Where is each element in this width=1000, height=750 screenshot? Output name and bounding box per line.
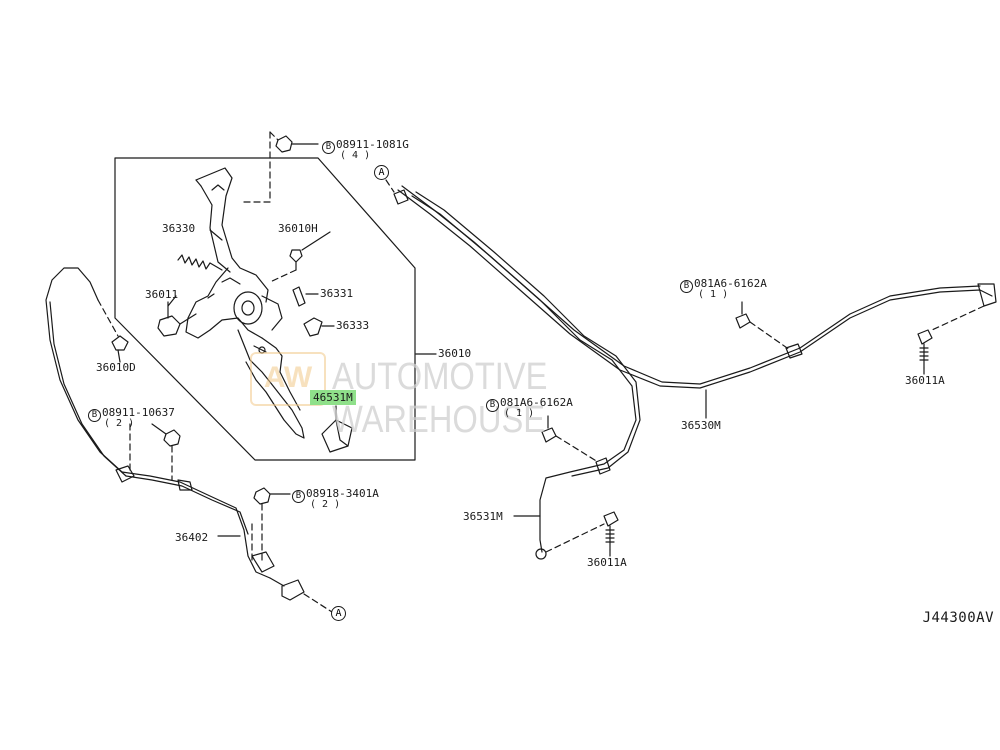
clip-36010D bbox=[97, 299, 129, 351]
label-36010: 36010 bbox=[438, 347, 472, 360]
bolt-qty: ( 2 ) bbox=[104, 418, 135, 429]
label-36011: 36011 bbox=[145, 288, 179, 301]
label-46531M-highlight: 46531M bbox=[310, 390, 356, 405]
label-36402: 36402 bbox=[175, 531, 209, 544]
bolt-qty: ( 1 ) bbox=[698, 289, 729, 300]
bolt-symbol: B bbox=[486, 399, 499, 412]
bolt-symbol: B bbox=[680, 280, 693, 293]
watermark: AW AUTOMOTIVE WAREHOUSE bbox=[250, 352, 750, 441]
bolt-081A6-6162A-upper bbox=[735, 301, 751, 329]
switch-36011 bbox=[157, 301, 197, 337]
cable-36531M bbox=[385, 179, 641, 560]
bolt-symbol: B bbox=[88, 409, 101, 422]
bolt-symbol: B bbox=[322, 141, 335, 154]
watermark-text: AUTOMOTIVE WAREHOUSE bbox=[332, 356, 548, 441]
spring-36330 bbox=[177, 254, 223, 271]
label-36011A-lower: 36011A bbox=[587, 556, 627, 569]
ref-marker-a-top: A bbox=[374, 165, 389, 180]
ref-marker-a-bottom: A bbox=[331, 606, 346, 621]
label-36331: 36331 bbox=[320, 287, 354, 300]
diagram-code: J44300AV bbox=[922, 610, 994, 626]
pedal-assembly-frame bbox=[114, 157, 416, 461]
clip-36333 bbox=[303, 317, 335, 337]
bolt-number: 081A6-6162A bbox=[694, 277, 767, 290]
bolt-081A6-6162A-lower bbox=[541, 415, 557, 443]
label-36530M: 36530M bbox=[681, 419, 721, 432]
bolt-08911-1081G bbox=[239, 131, 319, 203]
bolt-number: 08911-10637 bbox=[102, 406, 175, 419]
bolt-number: 08911-1081G bbox=[336, 138, 409, 151]
bolt-number: 081A6-6162A bbox=[500, 396, 573, 409]
bolt-36011A-lower bbox=[603, 511, 619, 551]
pin-36331 bbox=[292, 286, 319, 307]
watermark-logo: AW bbox=[250, 352, 326, 406]
label-36531M: 36531M bbox=[463, 510, 503, 523]
bolt-qty: ( 1 ) bbox=[504, 408, 535, 419]
pedal-pad-46531M bbox=[321, 405, 353, 453]
bolt-08911-10637 bbox=[129, 423, 181, 481]
label-36011A-right: 36011A bbox=[905, 374, 945, 387]
bolt-08918-3401A bbox=[251, 487, 291, 561]
label-36010H: 36010H bbox=[278, 222, 318, 235]
cable-36402 bbox=[45, 267, 333, 613]
bolt-36010H bbox=[269, 249, 303, 283]
bolt-qty: ( 4 ) bbox=[340, 150, 371, 161]
bolt-36011A-right bbox=[917, 329, 933, 369]
label-36330: 36330 bbox=[162, 222, 196, 235]
label-36010D: 36010D bbox=[96, 361, 136, 374]
bolt-qty: ( 2 ) bbox=[310, 499, 341, 510]
bolt-symbol: B bbox=[292, 490, 305, 503]
bolt-number: 08918-3401A bbox=[306, 487, 379, 500]
label-46531M: 46531M bbox=[310, 390, 356, 405]
label-36333: 36333 bbox=[336, 319, 370, 332]
